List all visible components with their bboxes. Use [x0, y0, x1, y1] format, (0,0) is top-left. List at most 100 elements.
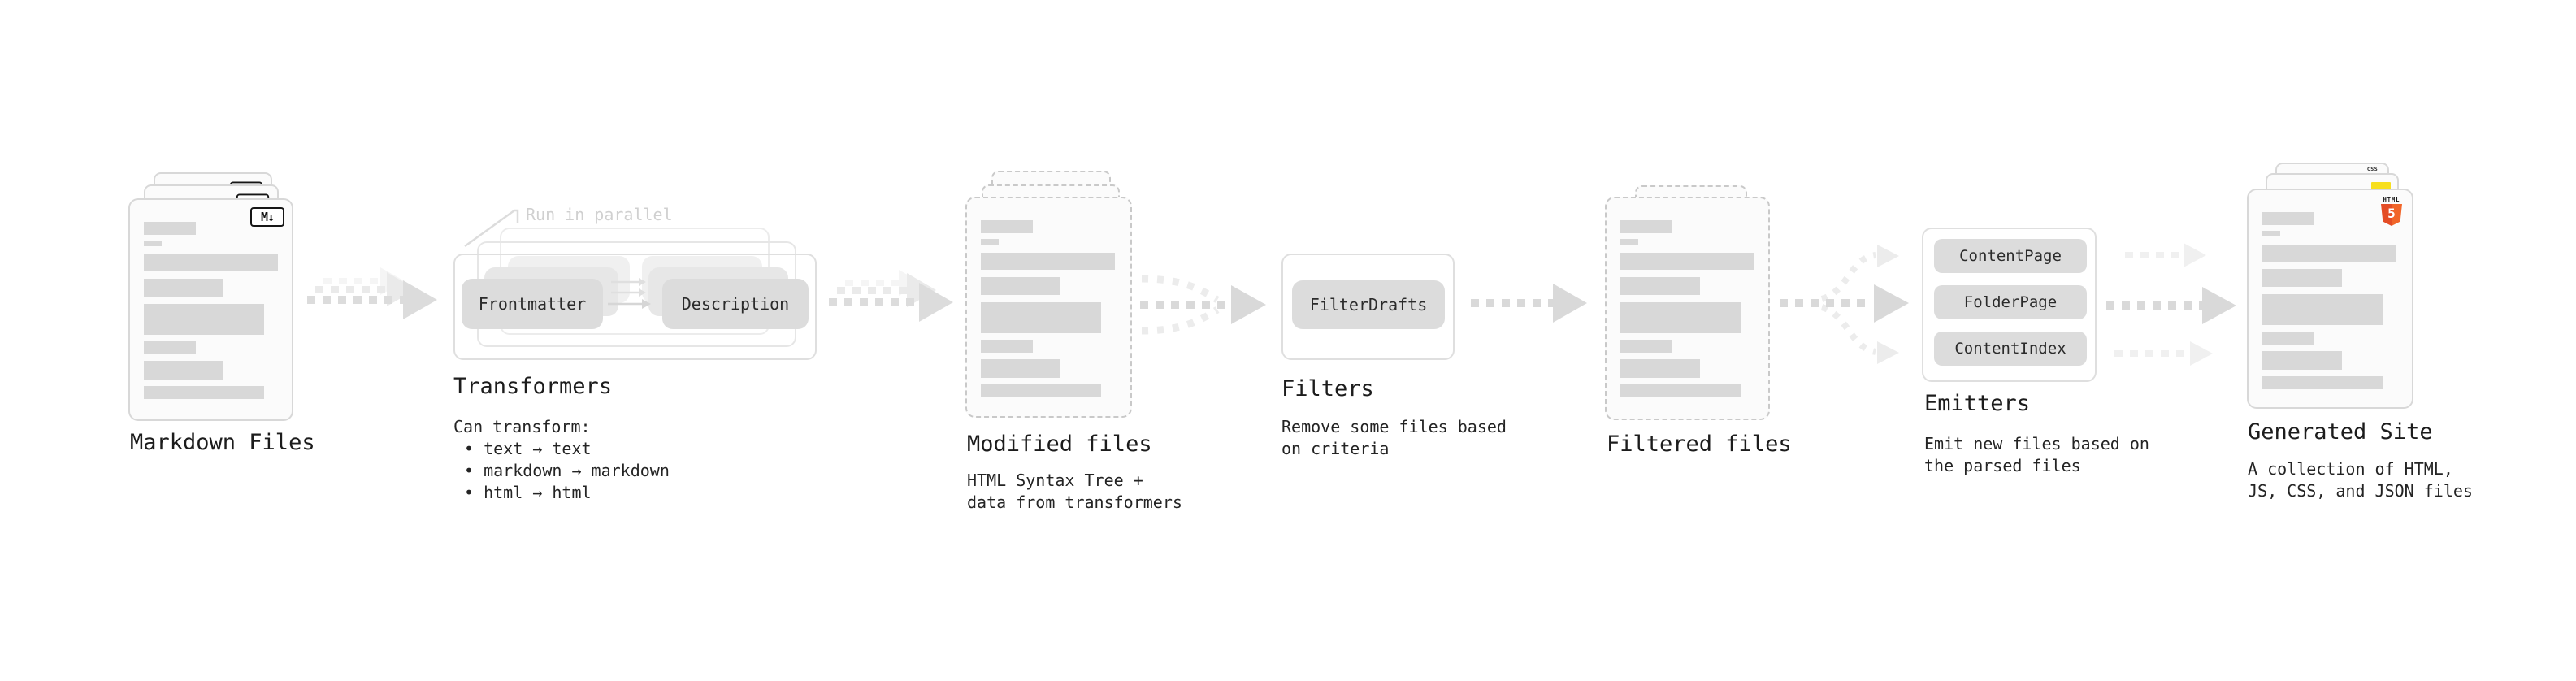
filters-frame	[1281, 254, 1455, 360]
document-content-placeholder	[981, 220, 1115, 397]
filters-description-line: on criteria	[1281, 439, 1390, 458]
html5-icon: HTML 5	[2381, 197, 2402, 226]
markdown-files-label: Markdown Files	[130, 430, 315, 455]
doc-line-placeholder	[144, 241, 162, 246]
doc-line-placeholder	[2262, 231, 2280, 236]
css-icon-label: CSS	[2366, 166, 2379, 172]
transformers-description-line: • text → text	[464, 439, 592, 458]
modified-files-label: Modified files	[967, 432, 1152, 457]
contentindex-emitter-pill: ContentIndex	[1934, 332, 2087, 366]
doc-line-placeholder	[2262, 212, 2314, 225]
doc-line-placeholder	[1620, 239, 1638, 245]
filtered-files-label: Filtered files	[1607, 432, 1792, 457]
doc-line-placeholder	[2262, 294, 2383, 325]
folderpage-pill-label: FolderPage	[1963, 293, 2058, 311]
filters-description-line: Remove some files based	[1281, 417, 1507, 436]
html5-icon-number: 5	[2387, 206, 2396, 221]
generated-site-description-line: A collection of HTML,	[2248, 459, 2453, 479]
doc-line-placeholder	[981, 220, 1033, 233]
doc-line-placeholder	[1620, 340, 1672, 353]
doc-line-placeholder	[2262, 269, 2342, 287]
doc-line-placeholder	[981, 340, 1033, 353]
contentpage-pill-label: ContentPage	[1959, 247, 2062, 265]
doc-line-placeholder	[2262, 332, 2314, 345]
emitters-description-line: Emit new files based on	[1924, 434, 2149, 453]
modified-files-description: HTML Syntax Tree + data from transformer…	[967, 470, 1182, 514]
doc-line-placeholder	[1620, 253, 1754, 270]
doc-line-placeholder	[981, 277, 1060, 295]
filtered-file-card-front	[1605, 197, 1770, 420]
generated-site-description: A collection of HTML, JS, CSS, and JSON …	[2248, 458, 2473, 502]
frontmatter-pill-label: Frontmatter	[478, 294, 587, 314]
generated-site-label: Generated Site	[2248, 419, 2433, 445]
contentpage-emitter-pill: ContentPage	[1934, 239, 2087, 273]
doc-line-placeholder	[1620, 302, 1741, 333]
arrow-filtered-to-emitters	[1780, 245, 1909, 364]
document-content-placeholder	[2262, 212, 2396, 389]
markdown-file-card-front: M↓	[128, 198, 293, 421]
doc-line-placeholder	[1620, 277, 1700, 295]
filterdrafts-pill: FilterDrafts	[1292, 280, 1445, 329]
document-content-placeholder	[144, 222, 278, 399]
flow-arrow-light	[2125, 243, 2206, 267]
emitters-description: Emit new files based on the parsed files	[1924, 433, 2149, 477]
flow-arrow	[307, 280, 437, 319]
js-icon	[2371, 182, 2391, 191]
doc-line-placeholder	[2262, 245, 2396, 262]
doc-line-placeholder	[981, 384, 1101, 397]
markdown-icon: M↓	[250, 207, 284, 227]
filterdrafts-pill-label: FilterDrafts	[1309, 295, 1428, 314]
run-in-parallel-annotation: Run in parallel	[526, 205, 673, 224]
document-content-placeholder	[1620, 220, 1754, 397]
doc-line-placeholder	[981, 359, 1060, 378]
flow-arrow	[1471, 284, 1587, 323]
doc-line-placeholder	[981, 302, 1101, 333]
transformers-description: Can transform: • text → text • markdown …	[453, 416, 670, 504]
modified-files-description-line: data from transformers	[967, 492, 1182, 512]
run-in-parallel-callout-line	[464, 209, 519, 248]
doc-line-placeholder	[144, 222, 196, 235]
html5-icon-label: HTML	[2383, 197, 2400, 203]
doc-line-placeholder	[1620, 384, 1741, 397]
doc-line-placeholder	[144, 304, 264, 335]
doc-line-placeholder	[2262, 351, 2342, 370]
folderpage-emitter-pill: FolderPage	[1934, 285, 2087, 319]
doc-line-placeholder	[1620, 359, 1700, 378]
doc-line-placeholder	[144, 254, 278, 271]
arrow-modified-to-filters	[1140, 275, 1266, 335]
filters-label: Filters	[1281, 376, 1374, 401]
doc-line-placeholder	[144, 341, 196, 354]
flow-arrow	[2106, 287, 2236, 324]
html5-icon-shield: 5	[2381, 204, 2402, 226]
emitters-frame	[1922, 228, 2097, 382]
generated-site-description-line: JS, CSS, and JSON files	[2248, 481, 2473, 501]
doc-line-placeholder	[981, 253, 1115, 270]
frontmatter-transformer-pill: Frontmatter	[462, 279, 603, 329]
transformers-label: Transformers	[453, 374, 613, 399]
doc-line-placeholder	[144, 279, 223, 297]
flow-arrow	[829, 283, 953, 322]
flow-arrow-light	[2114, 341, 2213, 366]
transformers-description-line: Can transform:	[453, 417, 591, 436]
doc-line-placeholder	[2262, 376, 2383, 389]
transformers-description-line: • html → html	[464, 483, 592, 502]
modified-file-card-front	[965, 197, 1132, 418]
filters-description: Remove some files based on criteria	[1281, 416, 1507, 460]
doc-line-placeholder	[144, 361, 223, 380]
transformers-description-line: • markdown → markdown	[464, 461, 670, 480]
doc-line-placeholder	[144, 386, 264, 399]
emitters-description-line: the parsed files	[1924, 456, 2081, 475]
generated-html-file-card: HTML 5	[2247, 189, 2413, 409]
emitters-label: Emitters	[1924, 391, 2031, 416]
description-transformer-pill: Description	[662, 279, 809, 329]
transformer-step-arrows	[608, 278, 651, 309]
